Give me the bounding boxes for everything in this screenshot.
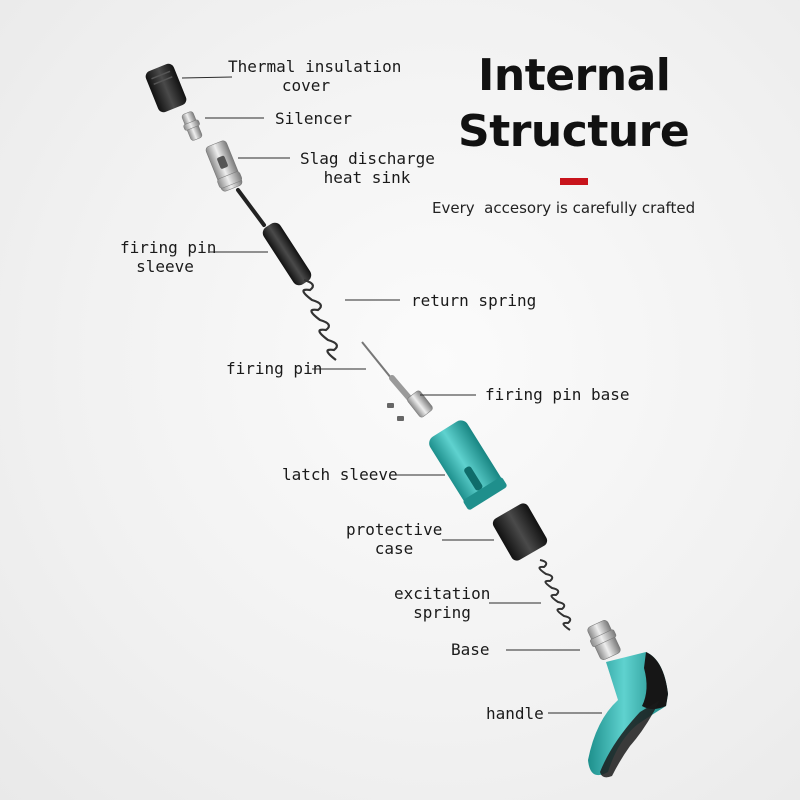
label-return-spring: return spring <box>411 291 537 310</box>
screw-part <box>387 403 394 408</box>
label-silencer: Silencer <box>275 109 353 128</box>
label-line: firing pin <box>120 238 217 257</box>
label-firing-pin-base: firing pin base <box>485 385 630 404</box>
firing-pin-part <box>361 341 419 409</box>
label-line: Slag discharge <box>300 149 435 168</box>
title-line-1: Internal <box>478 50 671 101</box>
label-firing-pin: firing pin <box>226 359 323 378</box>
title-line-2: Structure <box>458 106 690 157</box>
label-handle: handle <box>486 704 544 723</box>
silencer-part <box>181 111 203 141</box>
label-slag-discharge-heat-sink: Slag discharge heat sink <box>300 149 435 187</box>
return-spring-part <box>302 278 338 361</box>
excitation-spring-part <box>538 559 572 631</box>
label-base: Base <box>451 640 490 659</box>
firing-pin-sleeve-part <box>262 222 312 286</box>
screw-part <box>397 416 404 421</box>
leader-lines <box>181 76 602 714</box>
slag-discharge-heat-sink-part <box>205 140 243 192</box>
label-protective-case: protective case <box>346 520 442 558</box>
label-line: case <box>374 539 414 558</box>
handle-part <box>588 652 668 778</box>
label-line: Thermal insulation <box>228 57 402 76</box>
label-line: sleeve <box>136 257 194 276</box>
subtitle: Every accesory is carefully crafted <box>432 199 696 217</box>
label-line: cover <box>281 76 331 95</box>
label-firing-pin-sleeve: firing pin sleeve <box>120 238 217 276</box>
label-line: spring <box>413 603 471 622</box>
connecting-rod <box>236 188 266 227</box>
protective-case-part <box>492 503 548 561</box>
label-line: excitation <box>394 584 491 603</box>
latch-sleeve-part <box>429 420 507 510</box>
label-line: heat sink <box>323 168 411 187</box>
thermal-insulation-cover-part <box>145 63 187 113</box>
label-line: protective <box>346 520 443 539</box>
firing-pin-base-part <box>407 390 433 418</box>
label-latch-sleeve: latch sleeve <box>282 465 398 484</box>
accent-bar <box>560 178 588 185</box>
label-thermal-insulation-cover: Thermal insulation cover <box>228 57 402 95</box>
label-excitation-spring: excitation spring <box>394 584 490 622</box>
base-part <box>587 620 621 660</box>
